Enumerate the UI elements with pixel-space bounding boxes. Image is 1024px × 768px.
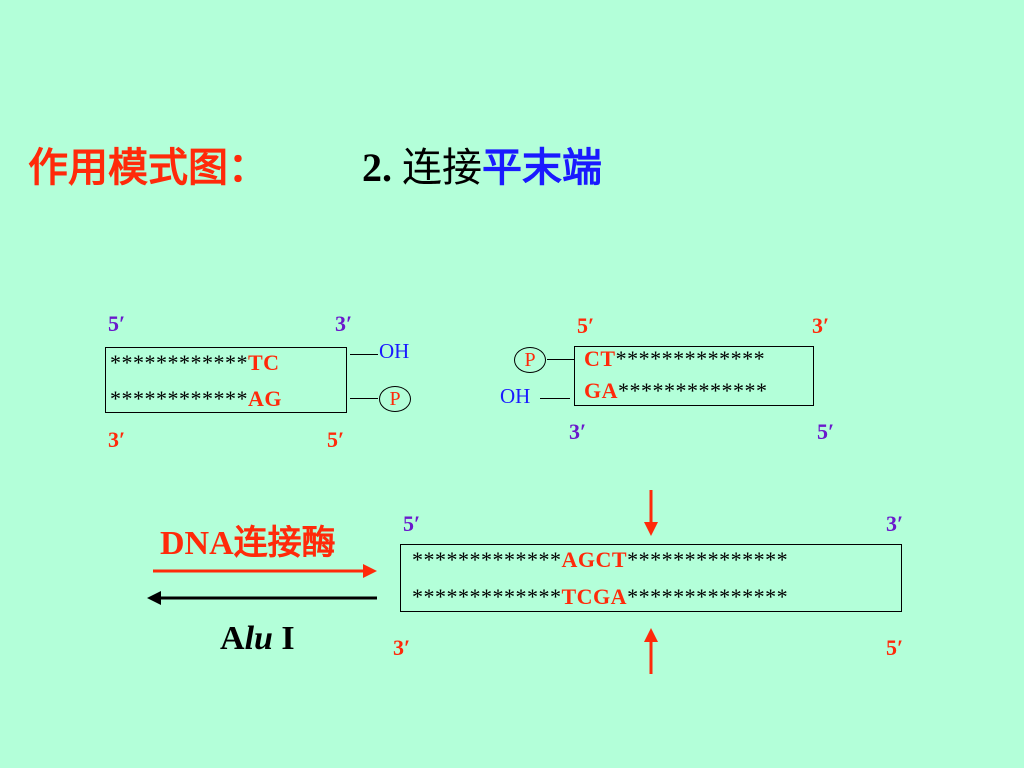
alu-a: A: [220, 620, 245, 657]
product-top-right-stars: **************: [627, 547, 789, 572]
right-bottom-3-label: 3′: [569, 419, 587, 444]
right-bottom-5-label: 5′: [817, 419, 835, 444]
title-prefix: 作用模式图：: [28, 145, 268, 191]
product-top-left-stars: *************: [412, 547, 562, 572]
product-top-5-label: 5′: [403, 511, 421, 536]
page-title: 2. 连接平末端: [362, 138, 602, 198]
reaction-arrows: [147, 564, 377, 605]
right-bottom-start: GA: [584, 378, 618, 403]
bottom-cut-arrow-icon: [644, 628, 658, 674]
left-fragment-box: [105, 347, 347, 413]
product-box: [400, 544, 902, 612]
left-top-5-label: 5′: [108, 311, 126, 336]
right-bottom-stars: *************: [618, 378, 768, 403]
forward-arrow-icon: [153, 564, 377, 578]
title-number: 2.: [362, 145, 392, 190]
left-bottom-strand: ************AG: [110, 386, 282, 412]
left-bottom-5-label: 5′: [327, 427, 345, 452]
right-top-3-label: 3′: [812, 313, 830, 338]
left-bottom-3-label: 3′: [108, 427, 126, 452]
alu-label: Alu I: [220, 617, 295, 661]
right-phosphate-circle: P: [514, 347, 546, 373]
right-oh-label: OH: [500, 384, 531, 408]
left-p-bond: [350, 398, 378, 399]
right-top-5-label: 5′: [577, 313, 595, 338]
alu-i: I: [272, 620, 295, 657]
product-top-strand: *************AGCT**************: [412, 547, 788, 573]
title-highlight: 平末端: [482, 145, 602, 191]
product-bottom-right-stars: **************: [627, 584, 789, 609]
product-bottom-left-stars: *************: [412, 584, 562, 609]
right-top-start: CT: [584, 346, 616, 371]
left-oh-bond: [350, 354, 378, 355]
right-oh-bond: [540, 398, 570, 399]
right-top-strand: CT*************: [584, 346, 765, 372]
ligase-label: DNA连接酶: [160, 518, 336, 569]
ligase-latin: DNA: [160, 525, 234, 562]
right-top-stars: *************: [615, 346, 766, 371]
right-bottom-strand: GA*************: [584, 378, 768, 404]
right-fragment-box: [574, 346, 814, 406]
left-bottom-stars: ************: [110, 386, 248, 411]
product-bottom-3-label: 3′: [393, 635, 411, 660]
left-top-3-label: 3′: [335, 311, 353, 336]
ligase-cn: 连接酶: [233, 523, 336, 563]
product-bottom-5-label: 5′: [886, 635, 904, 660]
alu-lu: lu: [244, 620, 273, 657]
left-oh-label: OH: [379, 339, 410, 363]
product-bottom-site: TCGA: [561, 584, 628, 609]
top-cut-arrow-icon: [644, 490, 658, 536]
left-top-strand: ************TC: [110, 350, 280, 376]
title-verb: 连接: [402, 145, 482, 191]
product-top-site: AGCT: [561, 547, 628, 572]
left-top-stars: ************: [110, 350, 248, 375]
product-bottom-strand: *************TCGA**************: [412, 584, 788, 610]
right-p-bond: [547, 359, 574, 360]
left-bottom-end: AG: [248, 386, 282, 411]
reverse-arrow-icon: [147, 591, 377, 605]
left-phosphate-circle: P: [379, 386, 411, 412]
left-top-end: TC: [248, 350, 280, 375]
product-top-3-label: 3′: [886, 511, 904, 536]
